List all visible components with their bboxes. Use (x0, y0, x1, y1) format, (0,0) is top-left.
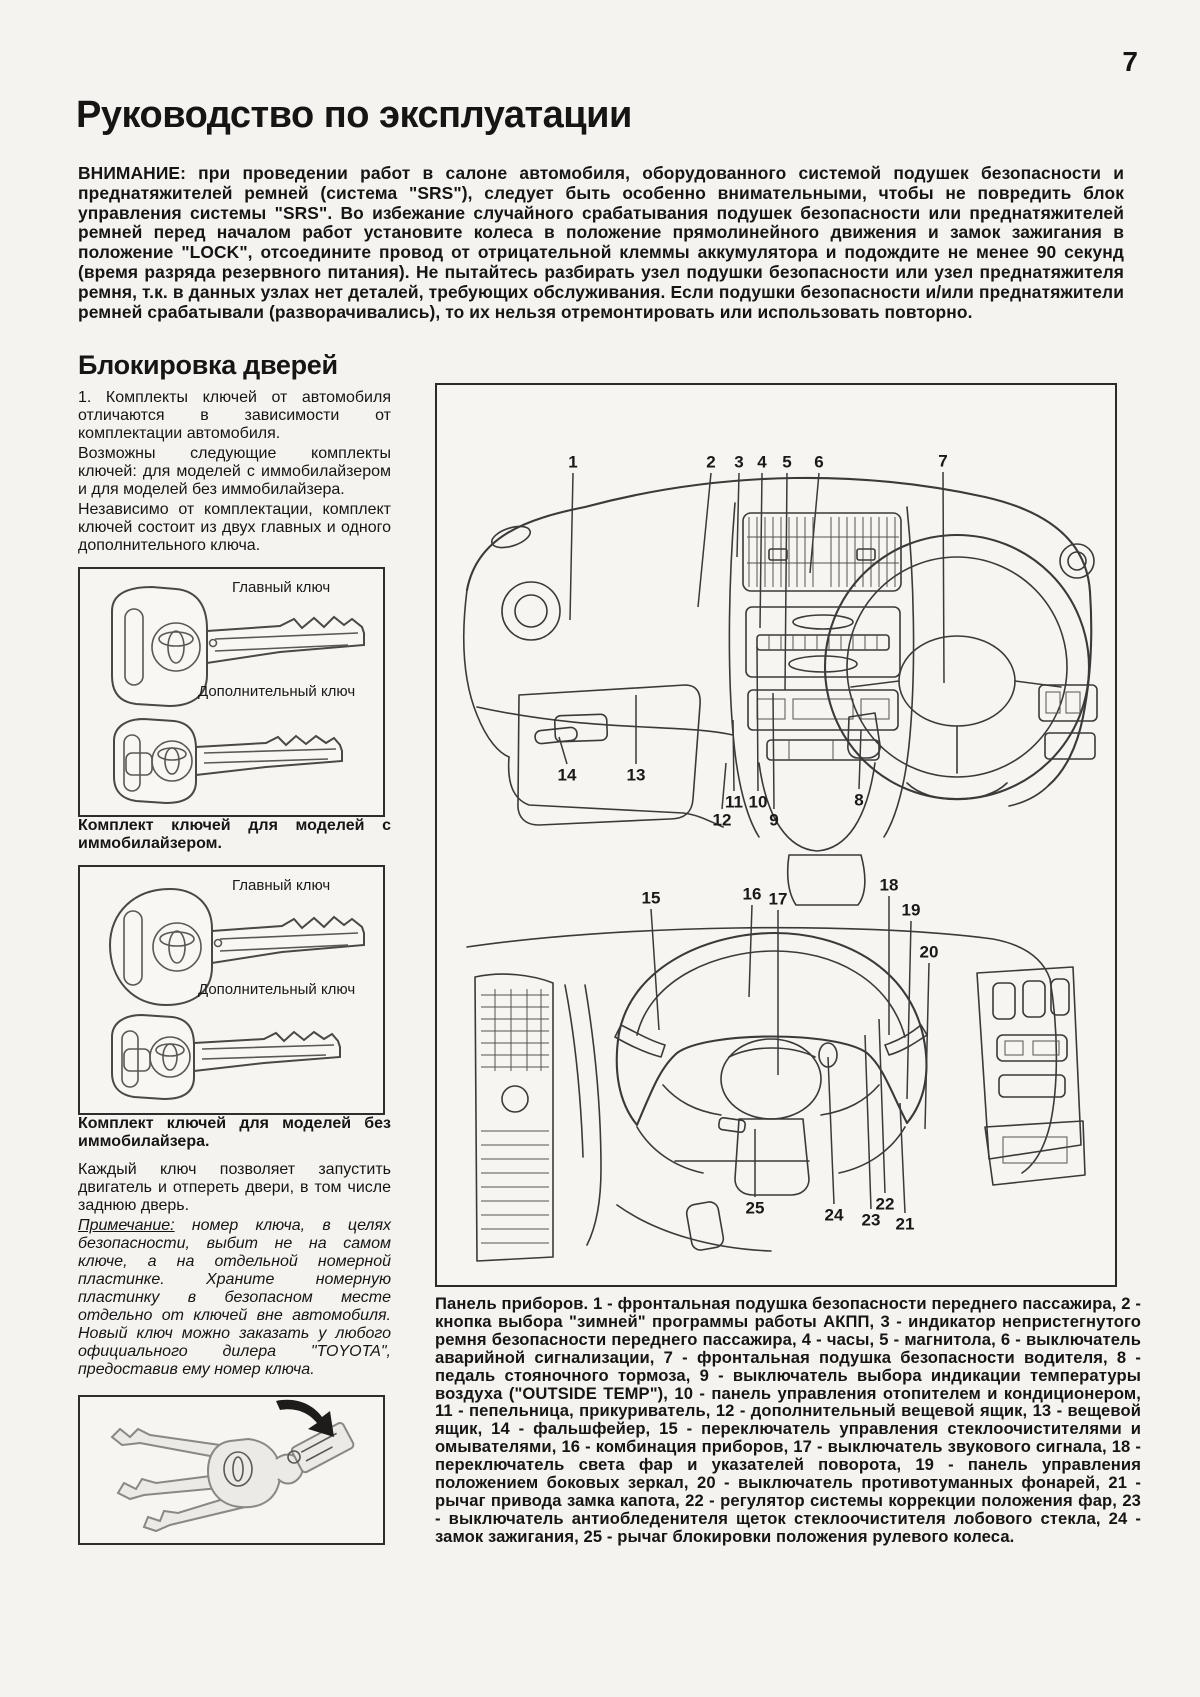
key-set-figure-immobilizer: Главный ключ Дополнительный ключ (78, 567, 385, 817)
additional-key-label: Дополнительный ключ (198, 683, 356, 700)
callout-20: 20 (919, 942, 939, 962)
caption-immobilizer: Комплект ключей для моделей с иммобилайз… (78, 817, 391, 852)
callout-9: 9 (769, 810, 779, 830)
callout-13: 13 (626, 765, 646, 785)
callout-12: 12 (712, 810, 732, 830)
srs-warning-paragraph: ВНИМАНИЕ: при проведении работ в салоне … (78, 163, 1124, 322)
callout-11: 11 (725, 792, 743, 812)
callout-2: 2 (706, 452, 716, 472)
main-key-label: Главный ключ (232, 579, 331, 596)
additional-key-label: Дополнительный ключ (198, 981, 356, 998)
callout-24: 24 (824, 1205, 844, 1225)
caption-no-immobilizer: Комплект ключей для моделей без иммобила… (78, 1115, 391, 1150)
keys-illustration (111, 585, 365, 805)
callout-6: 6 (814, 452, 824, 472)
callout-21: 21 (895, 1214, 915, 1234)
page-title: Руководство по эксплуатации (76, 94, 632, 136)
page-number: 7 (1122, 46, 1138, 77)
keys-paragraph-3: Независимо от комплектации, комплект клю… (78, 501, 391, 554)
callout-4: 4 (757, 452, 767, 472)
main-key-label: Главный ключ (232, 877, 331, 894)
note-label: Примечание: (78, 1217, 175, 1234)
figure-legend: Панель приборов. 1 - фронтальная подушка… (435, 1294, 1141, 1546)
callout-16: 16 (742, 884, 762, 904)
key-bunch-figure (78, 1395, 385, 1545)
key-bunch-illustration (110, 1399, 355, 1533)
callout-3: 3 (734, 452, 744, 472)
callout-10: 10 (748, 792, 768, 812)
callout-19: 19 (901, 900, 921, 920)
note-text: номер ключа, в целях безопасности, выбит… (78, 1217, 391, 1378)
callout-7: 7 (938, 451, 948, 471)
keys-paragraph-4: Каждый ключ позволяет запустить двигател… (78, 1161, 391, 1214)
dashboard-top-view (463, 476, 1098, 906)
callout-14: 14 (557, 765, 577, 785)
section-heading-door-locking: Блокировка дверей (78, 350, 338, 380)
callout-15: 15 (641, 888, 661, 908)
dashboard-line-art (463, 471, 1098, 1262)
keys-illustration (108, 887, 365, 1101)
callout-1: 1 (568, 452, 578, 472)
callout-22: 22 (875, 1194, 895, 1214)
keys-paragraph-2: Возможны следующие комплекты ключей: для… (78, 445, 391, 498)
callout-18: 18 (879, 875, 899, 895)
callout-25: 25 (745, 1198, 765, 1218)
callout-17: 17 (768, 889, 788, 909)
left-column: Блокировка дверей 1. Комплекты ключей от… (78, 350, 391, 1545)
steering-column-view (466, 926, 1086, 1262)
callout-5: 5 (782, 452, 792, 472)
callout-23: 23 (861, 1210, 881, 1230)
arrow-icon (276, 1399, 334, 1437)
key-set-figure-no-immobilizer: Главный ключ Дополнительный ключ (78, 865, 385, 1115)
keys-paragraph-1: 1. Комплекты ключей от автомобиля отлича… (78, 389, 391, 442)
callout-8: 8 (854, 790, 864, 810)
key-number-note: Примечание: номер ключа, в целях безопас… (78, 1217, 391, 1379)
callout-leader-lines (558, 471, 945, 1214)
